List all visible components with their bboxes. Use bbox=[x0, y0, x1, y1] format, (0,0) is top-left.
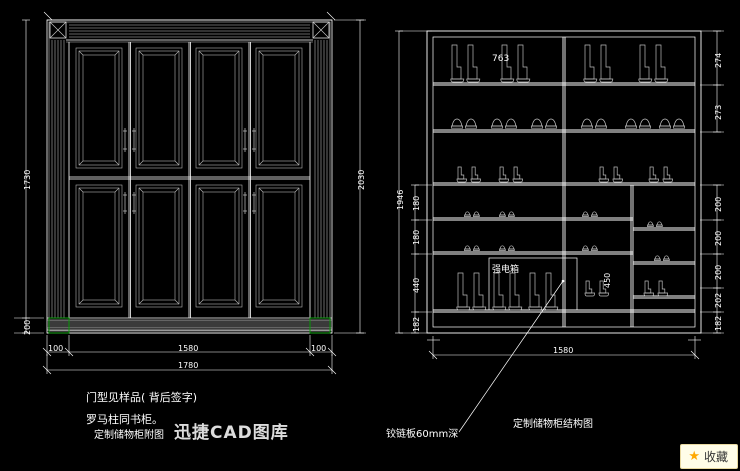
left-view-title-line1: 门型见样品( 背后签字) bbox=[86, 391, 198, 404]
label-top-shelf-width: 763 bbox=[492, 54, 510, 64]
dim-rr-seg2: 273 bbox=[714, 104, 723, 120]
dim-bottom-center: 1580 bbox=[178, 344, 199, 353]
dim-right-total-height: 1946 bbox=[396, 189, 405, 210]
dim-right-bottom-width: 1580 bbox=[553, 346, 574, 355]
dim-rr-seg4: 200 bbox=[714, 230, 723, 246]
star-icon: ★ bbox=[688, 449, 700, 464]
left-view-title-line3: 定制储物柜附图 bbox=[94, 430, 164, 441]
dim-right-seg1: 180 bbox=[412, 195, 421, 211]
callout-leader-line bbox=[458, 279, 565, 433]
dim-right-seg4: 182 bbox=[412, 316, 421, 332]
dim-rr-seg3: 200 bbox=[714, 196, 723, 212]
dim-bottom-total: 1780 bbox=[178, 361, 199, 370]
left-elevation-group bbox=[46, 19, 333, 334]
hinge-plate-callout: 铰链板60mm深 bbox=[386, 429, 459, 440]
dim-bottom-right-side: 100 bbox=[311, 344, 327, 353]
dim-left-height: 1730 bbox=[23, 169, 32, 190]
dim-right-seg2: 180 bbox=[412, 229, 421, 245]
favorite-label: 收藏 bbox=[703, 450, 728, 464]
dim-right-seg3: 440 bbox=[412, 277, 421, 293]
right-view-title: 定制储物柜结构图 bbox=[513, 419, 593, 430]
left-view-title-line2: 罗马柱同书柜。 bbox=[86, 413, 163, 426]
dim-bottom-left-side: 100 bbox=[48, 344, 64, 353]
favorite-button[interactable]: ★ 收藏 bbox=[680, 444, 738, 469]
label-electrical-box: 强电箱 bbox=[492, 265, 520, 275]
right-view-dimension-lines bbox=[395, 30, 724, 360]
watermark-text: 迅捷CAD图库 bbox=[174, 423, 289, 443]
door-handles bbox=[123, 128, 256, 214]
left-view-dimension-lines bbox=[14, 11, 366, 375]
dim-left-total-height: 2030 bbox=[357, 169, 366, 190]
dim-rr-seg7: 182 bbox=[714, 315, 723, 331]
dim-rr-seg1: 274 bbox=[714, 52, 723, 68]
right-section-group bbox=[426, 30, 702, 334]
label-box-height: 450 bbox=[603, 272, 612, 288]
dim-rr-seg5: 200 bbox=[714, 264, 723, 280]
dim-rr-seg6: 202 bbox=[714, 292, 723, 308]
dim-left-base: 200 bbox=[23, 319, 32, 335]
